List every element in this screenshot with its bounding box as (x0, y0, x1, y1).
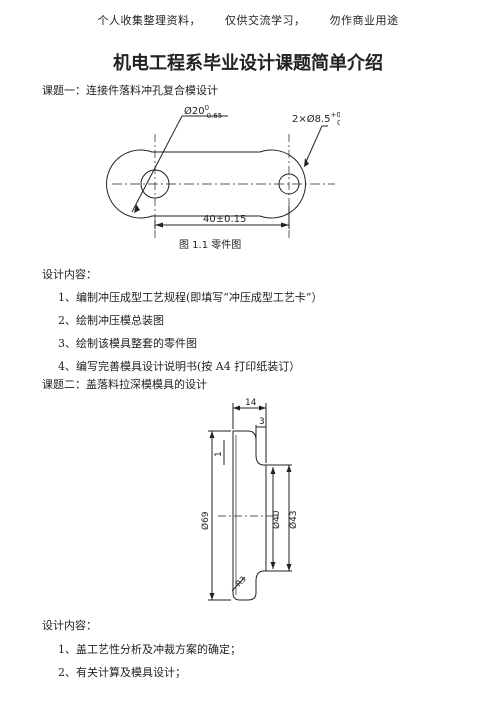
leader-right (304, 125, 323, 165)
dim-length: 40±0.15 (203, 214, 246, 225)
topic1-heading: 课题一：连接件落料冲孔复合模设计 (42, 84, 218, 97)
dim-43: Ø43 (288, 510, 299, 529)
topic2-heading: 课题二：盖落料拉深模模具的设计 (42, 378, 207, 391)
topic2-item-1: 1、盖工艺性分析及冲裁方案的确定； (58, 643, 241, 656)
part-drawing-figure: Ø200-0.65 2×Ø8.5+0.300 40±0.15 图 1.1 零件图 (106, 104, 340, 251)
leader-left (131, 115, 183, 213)
part-outline (106, 149, 306, 219)
arrow-right (281, 222, 289, 228)
topic1-item-3: 3、绘制该模具整套的零件图 (58, 337, 197, 350)
dim-40: Ø40 (271, 510, 282, 529)
leader-arrow-left (134, 204, 140, 213)
figure-caption: 图 1.1 零件图 (179, 239, 241, 251)
arrow-43-top (286, 465, 292, 472)
arrow-14-left (233, 405, 240, 411)
arrow-69-top (209, 431, 215, 438)
topic2-item-2: 2、有关计算及模具设计； (58, 666, 186, 679)
dim-1: 1 (214, 451, 224, 457)
radius-leader (231, 576, 246, 592)
topic1-item-1: 1、编制冲压成型工艺规程(即填写“冲压成型工艺卡”） (58, 291, 323, 304)
cover-profile (232, 430, 267, 601)
cover-drawing-figure: 14 3 1 Ø69 Ø40 Ø43 R3 (200, 398, 299, 601)
dim-14: 14 (245, 398, 257, 408)
dim-right-diameter: 2×Ø8.5+0.300 (292, 111, 340, 127)
page-title: 机电工程系毕业设计课题简单介绍 (113, 53, 383, 74)
dim-69: Ø69 (200, 511, 211, 530)
arrow-40-top (270, 467, 276, 474)
arrow-left (155, 222, 163, 228)
header-note-2: 仅供交流学习， (225, 14, 306, 27)
arrow-14-right (259, 405, 266, 411)
arrow-40-bottom (270, 562, 276, 569)
header-note: 个人收集整理资料， 仅供交流学习， 勿作商业用途 (0, 12, 496, 28)
topic1-item-4: 4、编写完善模具设计说明书(按 A4 打印纸装订） (58, 360, 301, 373)
topic2-content-label: 设计内容： (42, 619, 97, 632)
topic1-content-label: 设计内容： (42, 268, 97, 281)
dim-left-diameter: Ø200-0.65 (184, 104, 222, 120)
dim-3: 3 (259, 417, 265, 427)
header-note-1: 个人收集整理资料， (97, 14, 201, 27)
header-note-3: 勿作商业用途 (329, 14, 399, 27)
leader-arrow-right (304, 158, 309, 167)
arrow-69-bottom (209, 593, 215, 600)
topic1-item-2: 2、绘制冲压模总装图 (58, 314, 164, 327)
arrow-43-bottom (286, 564, 292, 571)
